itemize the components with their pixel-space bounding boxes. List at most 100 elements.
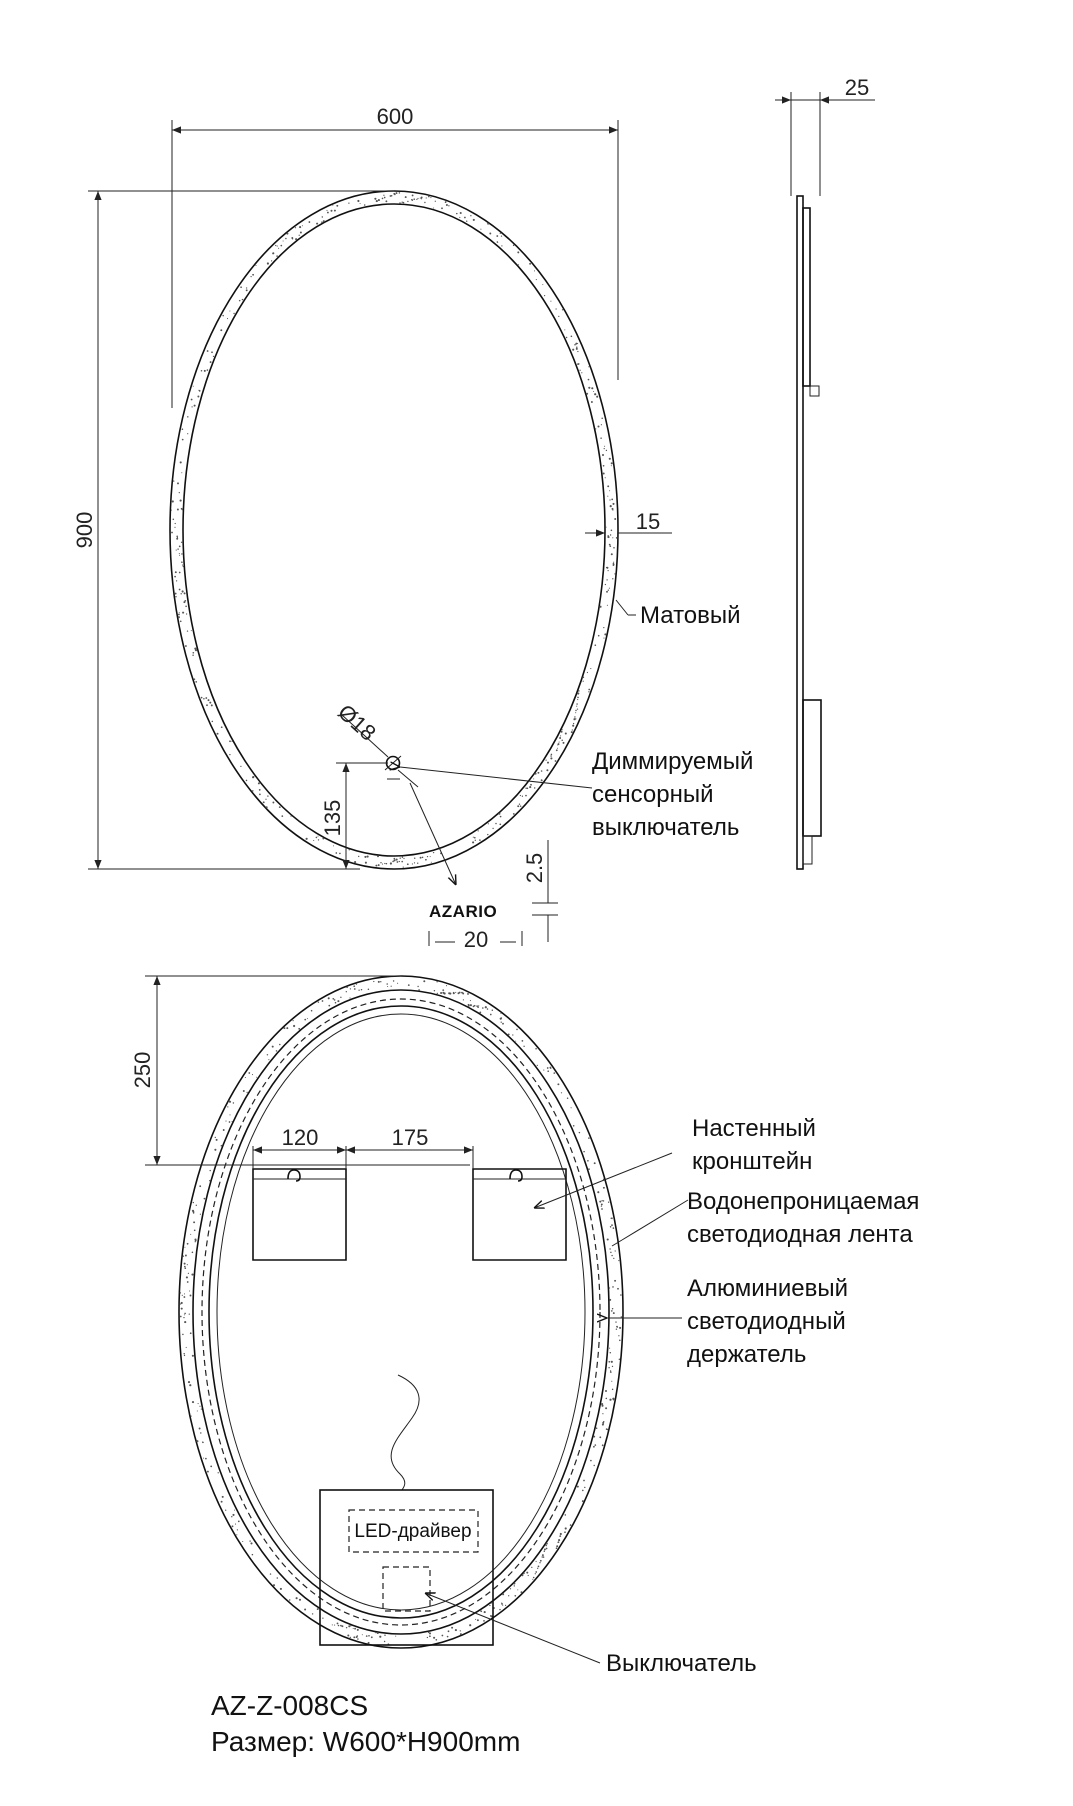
texture-dot: [174, 522, 176, 525]
texture-dot: [411, 194, 414, 197]
texture-dot: [281, 815, 284, 817]
back-second-edge: [192, 989, 610, 1635]
texture-dot: [537, 1565, 540, 1568]
texture-dot: [299, 226, 302, 229]
texture-dot: [612, 563, 615, 566]
texture-dot: [205, 1457, 207, 1460]
texture-dot: [233, 1509, 236, 1511]
texture-dot: [214, 1136, 216, 1139]
mirror-outer-edge: [169, 190, 619, 870]
texture-dot: [336, 204, 339, 207]
texture-dot: [459, 1630, 461, 1632]
texture-dot: [397, 982, 399, 984]
texture-dot: [242, 1090, 245, 1092]
texture-dot: [529, 262, 532, 265]
texture-dot: [333, 999, 336, 1001]
texture-dot: [576, 346, 578, 348]
texture-dot: [231, 740, 233, 742]
texture-dot: [600, 1203, 603, 1206]
texture-dot: [614, 1250, 616, 1252]
texture-dot: [429, 856, 431, 858]
texture-dot: [482, 1007, 484, 1009]
texture-dot: [310, 1009, 313, 1012]
texture-dot: [604, 445, 606, 447]
texture-dot: [174, 575, 176, 578]
texture-dot: [197, 1403, 199, 1405]
texture-dot: [570, 335, 573, 338]
texture-dot: [193, 404, 196, 407]
texture-dot: [561, 309, 564, 311]
texture-dot: [222, 314, 224, 317]
texture-dot: [534, 1573, 536, 1575]
texture-dot: [609, 1347, 611, 1349]
texture-dot: [611, 498, 614, 501]
side-bracket-top: [802, 207, 811, 387]
texture-dot: [291, 237, 294, 239]
texture-dot: [377, 980, 380, 983]
texture-dot: [377, 855, 379, 858]
texture-dot: [587, 378, 590, 381]
texture-dot: [469, 1004, 472, 1007]
texture-dot: [184, 1312, 186, 1315]
texture-dot: [189, 1294, 192, 1297]
texture-dot: [606, 1428, 609, 1431]
texture-dot: [564, 732, 567, 735]
texture-dot: [523, 1572, 525, 1574]
texture-dot: [183, 1296, 186, 1298]
texture-dot: [299, 231, 302, 234]
texture-dot: [236, 1529, 239, 1531]
texture-dot: [597, 1191, 600, 1194]
texture-dot: [547, 761, 549, 764]
texture-dot: [550, 755, 552, 757]
driver-housing: [319, 1489, 494, 1646]
texture-dot: [477, 1006, 479, 1008]
texture-dot: [288, 1599, 291, 1601]
texture-dot: [495, 822, 497, 825]
texture-dot: [591, 387, 594, 390]
texture-dot: [515, 1040, 517, 1042]
texture-dot: [174, 526, 176, 528]
texture-dot: [428, 1632, 432, 1635]
texture-dot: [392, 860, 394, 863]
texture-dot: [558, 1539, 561, 1542]
texture-dot: [241, 298, 244, 301]
texture-dot: [206, 350, 209, 352]
texture-dot: [197, 395, 200, 398]
texture-dot: [250, 275, 252, 278]
texture-dot: [377, 199, 380, 202]
texture-dot: [180, 1307, 183, 1310]
texture-dot: [582, 1489, 584, 1492]
texture-dot: [396, 861, 399, 863]
texture-dot: [440, 991, 443, 995]
texture-dot: [534, 772, 537, 775]
back-frame-texture: [179, 980, 622, 1646]
texture-dot: [594, 1444, 597, 1446]
texture-dot: [599, 605, 602, 608]
texture-dot: [615, 1321, 617, 1323]
texture-dot: [191, 406, 193, 408]
texture-dot: [605, 449, 608, 452]
texture-dot: [602, 1413, 604, 1415]
texture-dot: [487, 222, 490, 225]
texture-dot: [187, 1381, 191, 1384]
texture-dot: [608, 1287, 611, 1289]
texture-dot: [196, 1440, 199, 1443]
dimension-logo-width: 20: [428, 927, 523, 952]
texture-dot: [561, 729, 563, 731]
texture-dot: [272, 801, 275, 804]
texture-dot: [271, 1045, 274, 1048]
texture-dot: [175, 549, 177, 551]
texture-dot: [606, 590, 608, 593]
texture-dot: [292, 1020, 294, 1022]
texture-dot: [608, 587, 610, 589]
texture-dot: [192, 654, 194, 656]
texture-dot: [184, 1246, 186, 1248]
texture-dot: [433, 990, 436, 992]
texture-dot: [566, 1097, 569, 1099]
texture-dot: [170, 509, 173, 511]
texture-dot: [358, 989, 360, 991]
texture-dot: [613, 547, 615, 549]
texture-dot: [526, 1571, 529, 1574]
texture-dot: [283, 1027, 286, 1030]
texture-dot: [279, 1587, 282, 1590]
